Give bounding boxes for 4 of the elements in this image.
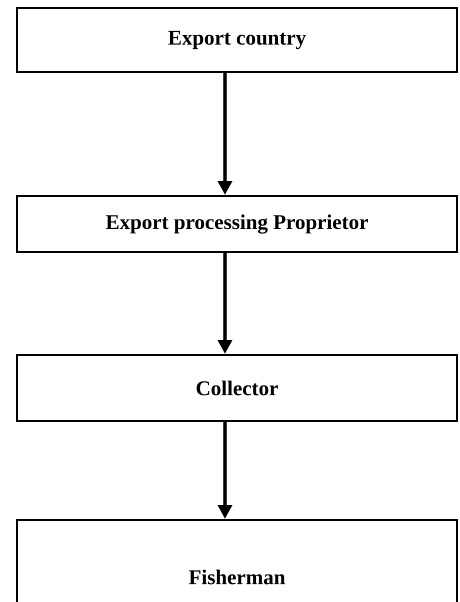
process-box: Fisherman [16, 519, 458, 602]
process-box: Export country [16, 7, 458, 73]
process-box: Collector [16, 354, 458, 422]
process-box: Export processing Proprietor [16, 195, 458, 253]
